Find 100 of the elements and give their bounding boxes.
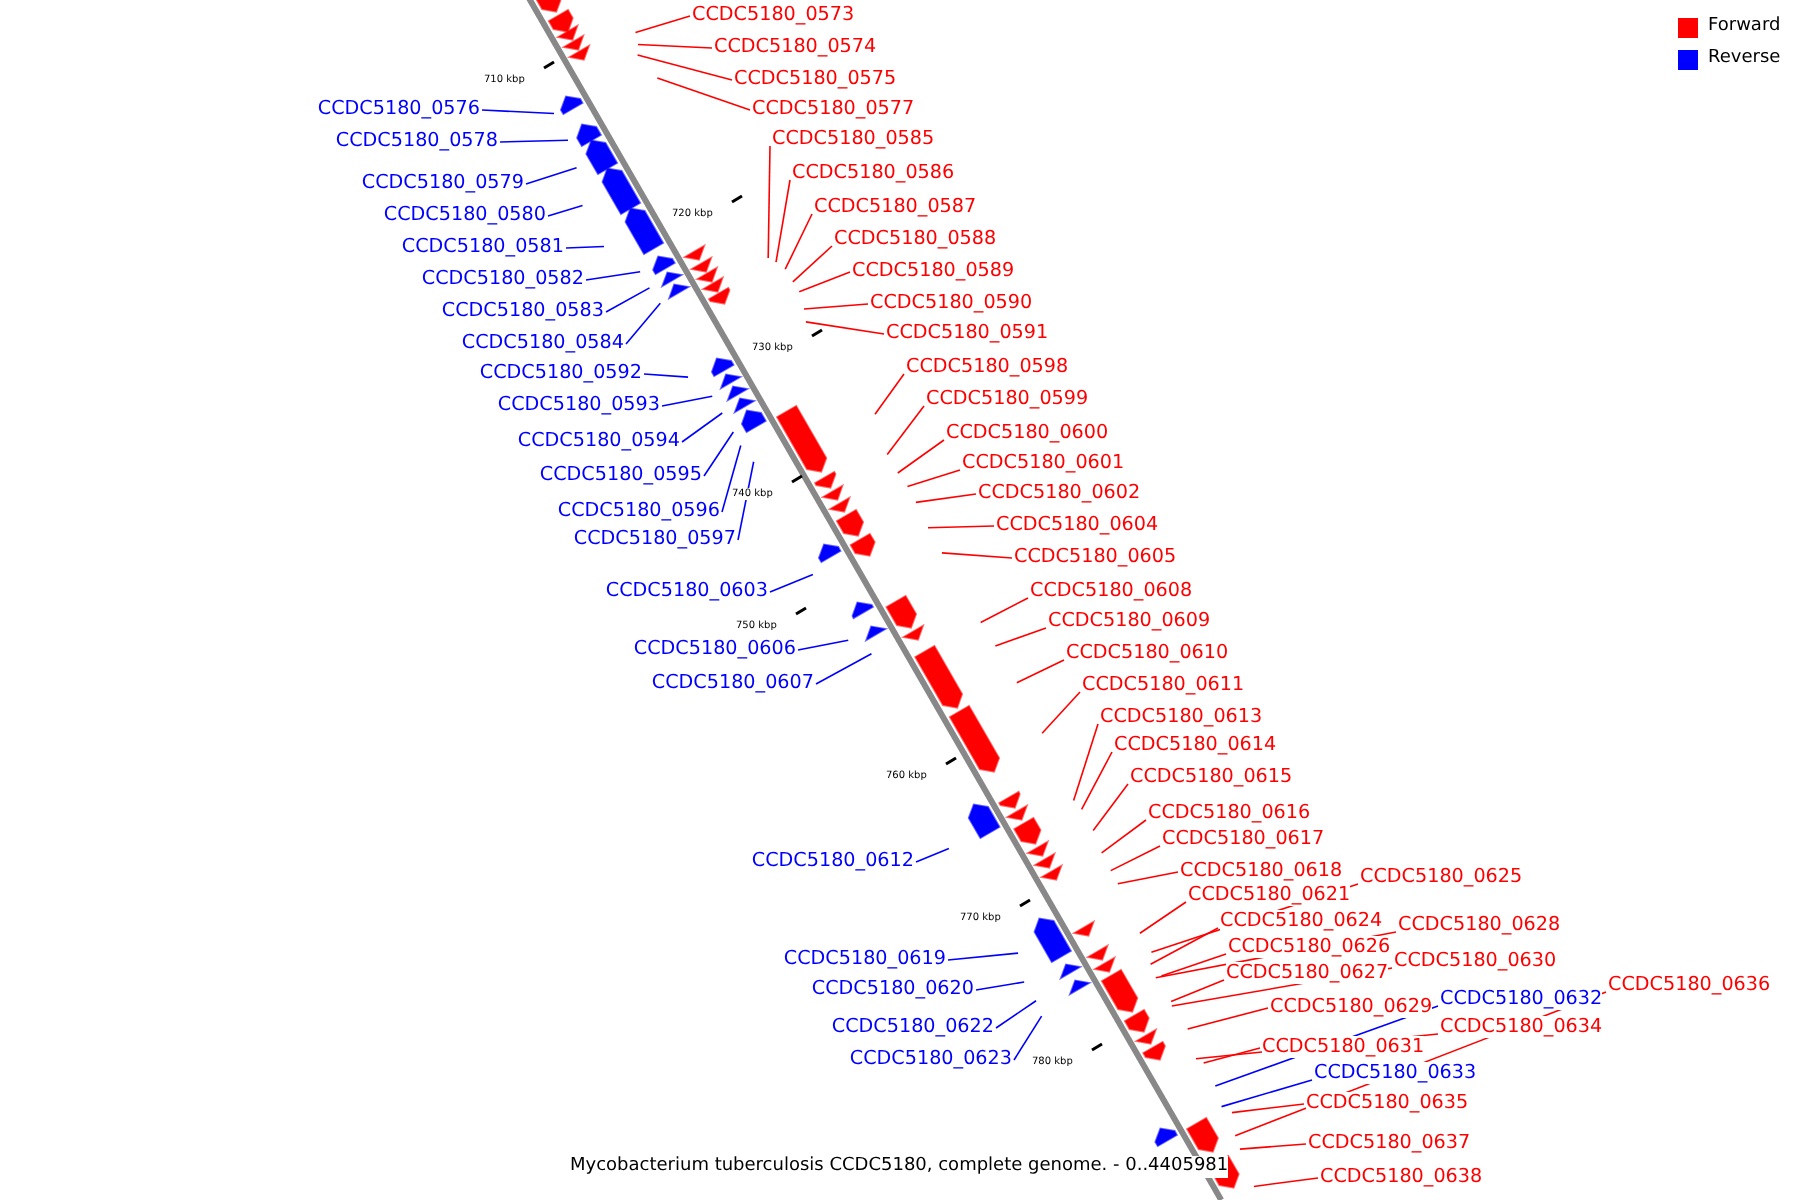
gene-label: CCDC5180_0619 [783, 948, 946, 970]
gene-label: CCDC5180_0623 [849, 1048, 1012, 1070]
gene-label: CCDC5180_0618 [1180, 860, 1343, 882]
gene-label: CCDC5180_0599 [926, 388, 1089, 410]
gene-label: CCDC5180_0601 [962, 452, 1125, 474]
gene-label: CCDC5180_0638 [1320, 1166, 1483, 1188]
gene-label: CCDC5180_0611 [1082, 674, 1245, 696]
leader-line [805, 321, 885, 335]
leader-line [1072, 723, 1099, 802]
gene-label: CCDC5180_0573 [692, 4, 855, 26]
gene-label: CCDC5180_0627 [1226, 962, 1389, 984]
leader-line [906, 469, 961, 488]
leader-line [975, 981, 1025, 991]
leader-line [605, 287, 651, 313]
leader-line [525, 166, 578, 185]
gene-label: CCDC5180_0587 [814, 196, 977, 218]
leader-line [703, 431, 735, 477]
leader-line [1041, 691, 1081, 734]
leader-line [784, 213, 813, 270]
leader-line [547, 204, 584, 217]
gene-label: CCDC5180_0580 [383, 204, 546, 226]
gene-label: CCDC5180_0604 [996, 514, 1159, 536]
leader-line [994, 627, 1047, 647]
leader-line [767, 145, 771, 259]
gene-label: CCDC5180_0631 [1262, 1036, 1425, 1058]
gene-label: CCDC5180_0615 [1130, 766, 1293, 788]
leader-line [565, 245, 605, 249]
leader-line [585, 271, 641, 281]
leader-line [1170, 979, 1225, 1003]
leader-line [656, 77, 751, 111]
gene-label: CCDC5180_0629 [1270, 996, 1433, 1018]
leader-line [896, 439, 945, 474]
gene-label: CCDC5180_0576 [317, 98, 480, 120]
gene-label: CCDC5180_0635 [1306, 1092, 1469, 1114]
gene-label: CCDC5180_0632 [1440, 988, 1603, 1010]
leader-line [886, 405, 925, 456]
leader-line [636, 54, 733, 81]
gene-label: CCDC5180_0586 [792, 162, 955, 184]
gene-label: CCDC5180_0575 [734, 68, 897, 90]
gene-label: CCDC5180_0620 [811, 978, 974, 1000]
leader-line [798, 271, 851, 293]
leader-line [927, 525, 995, 529]
gene-label: CCDC5180_0593 [497, 394, 660, 416]
leader-line [915, 493, 977, 504]
leader-line [815, 652, 873, 685]
gene-label: CCDC5180_0605 [1014, 546, 1177, 568]
leader-line [625, 302, 662, 345]
gene-label: CCDC5180_0595 [539, 464, 702, 486]
leader-line [681, 412, 724, 443]
gene-label: CCDC5180_0634 [1440, 1016, 1603, 1038]
gene-label: CCDC5180_0624 [1220, 910, 1383, 932]
caption: Mycobacterium tuberculosis CCDC5180, complete genome. - 0..4405981 [570, 1156, 1229, 1178]
leader-line [979, 597, 1029, 624]
leader-line [1092, 783, 1129, 832]
gene-label: CCDC5180_0590 [870, 292, 1033, 314]
gene-label: CCDC5180_0591 [886, 322, 1049, 344]
gene-label: CCDC5180_0589 [852, 260, 1015, 282]
gene-label: CCDC5180_0630 [1394, 950, 1557, 972]
gene-label: CCDC5180_0594 [517, 430, 680, 452]
gene-label: CCDC5180_0588 [834, 228, 997, 250]
gene-label: CCDC5180_0633 [1314, 1062, 1477, 1084]
leader-line [1013, 1015, 1043, 1061]
gene-label: CCDC5180_0598 [906, 356, 1069, 378]
leader-line [1160, 953, 1227, 977]
leader-line [769, 573, 814, 593]
gene-label: CCDC5180_0585 [772, 128, 935, 150]
gene-label: CCDC5180_0582 [421, 268, 584, 290]
gene-label: CCDC5180_0596 [557, 500, 720, 522]
gene-label: CCDC5180_0625 [1360, 866, 1523, 888]
gene-label: CCDC5180_0602 [978, 482, 1141, 504]
gene-label: CCDC5180_0603 [605, 580, 768, 602]
gene-label: CCDC5180_0613 [1100, 706, 1263, 728]
leader-line [803, 303, 869, 310]
leader-line [721, 444, 742, 513]
leader-line [995, 999, 1037, 1029]
leader-line [643, 373, 689, 378]
gene-label: CCDC5180_0608 [1030, 580, 1193, 602]
gene-label: CCDC5180_0610 [1066, 642, 1229, 664]
gene-label: CCDC5180_0616 [1148, 802, 1311, 824]
leader-line [1186, 1007, 1269, 1030]
leader-line [737, 460, 755, 541]
leader-line [481, 109, 555, 115]
leader-line [1231, 1103, 1305, 1114]
leader-line [1202, 1047, 1261, 1064]
gene-label: CCDC5180_0637 [1308, 1132, 1471, 1154]
leader-line [1100, 819, 1147, 854]
legend-label: Forward [1708, 16, 1781, 38]
leader-line [1220, 1079, 1313, 1108]
gene-label: CCDC5180_0617 [1162, 828, 1325, 850]
leader-line [915, 847, 950, 863]
leader-line [1149, 927, 1219, 966]
gene-label: CCDC5180_0600 [946, 422, 1109, 444]
gene-label: CCDC5180_0583 [441, 300, 604, 322]
gene-label: CCDC5180_0621 [1188, 884, 1351, 906]
leader-line [634, 15, 691, 34]
gene-label: CCDC5180_0607 [651, 672, 814, 694]
leader-line [1016, 659, 1065, 684]
legend-label: Reverse [1708, 48, 1781, 70]
gene-label: CCDC5180_0622 [831, 1016, 994, 1038]
gene-label: CCDC5180_0609 [1048, 610, 1211, 632]
